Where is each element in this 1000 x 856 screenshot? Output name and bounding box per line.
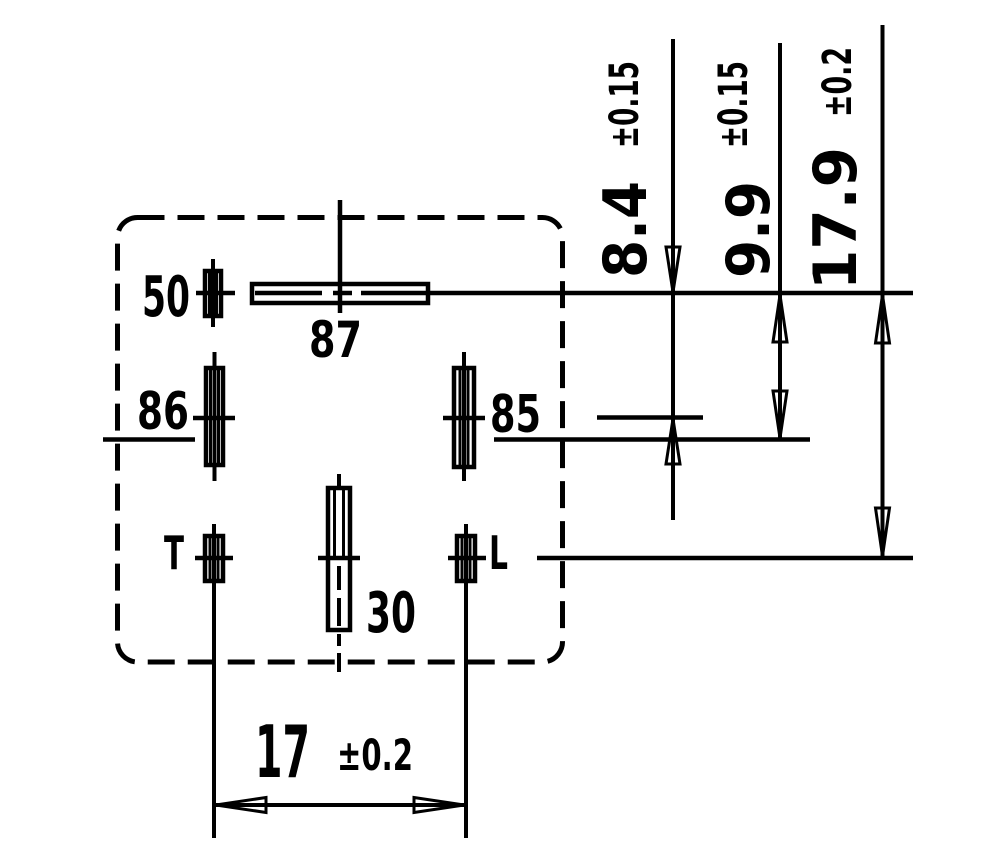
dimension-17-value: 17 xyxy=(255,710,310,794)
dimension-8-4-tolerance: ±0.15 xyxy=(602,61,648,148)
arrow-right-icon xyxy=(412,795,465,815)
pin-L xyxy=(448,524,486,838)
dimension-8-4-value: 8.4 xyxy=(591,181,661,278)
pin-87 xyxy=(249,200,431,313)
pin-86 xyxy=(193,352,235,481)
label-pin-30: 30 xyxy=(366,581,416,646)
dimension-17: 17 ±0.2 xyxy=(214,710,466,815)
arrow-down-icon xyxy=(873,506,892,557)
dimension-9-9-tolerance: ±0.15 xyxy=(711,61,757,148)
arrow-left-icon xyxy=(215,795,268,815)
dimension-17-tolerance: ±0.2 xyxy=(337,731,413,781)
pin-30 xyxy=(318,474,360,672)
label-pin-50: 50 xyxy=(142,265,190,330)
dimension-17-9-tolerance: ±0.2 xyxy=(815,47,861,117)
arrow-down-icon xyxy=(771,389,789,439)
pin-T xyxy=(195,524,233,838)
dimension-17-9-value: 17.9 xyxy=(801,147,871,290)
dimension-9-9-value: 9.9 xyxy=(714,181,784,278)
arrow-down-icon xyxy=(664,245,682,293)
label-pin-86: 86 xyxy=(137,382,189,442)
arrow-up-icon xyxy=(664,418,682,466)
pin-85 xyxy=(443,352,485,481)
label-pin-85: 85 xyxy=(490,385,541,445)
dimension-9-9: 9.9 ±0.15 xyxy=(711,43,789,440)
pin-30-body-inner xyxy=(333,486,345,560)
dimension-17-9: 17.9 ±0.2 xyxy=(801,25,892,558)
label-pin-87: 87 xyxy=(309,311,362,369)
arrow-up-icon xyxy=(873,294,892,345)
dimension-8-4: 8.4 ±0.15 xyxy=(591,39,682,520)
pin-50 xyxy=(196,259,235,327)
pin-87-body xyxy=(249,281,431,306)
arrow-up-icon xyxy=(771,294,789,344)
label-pin-L: L xyxy=(489,526,508,580)
label-pin-T: T xyxy=(164,526,184,580)
